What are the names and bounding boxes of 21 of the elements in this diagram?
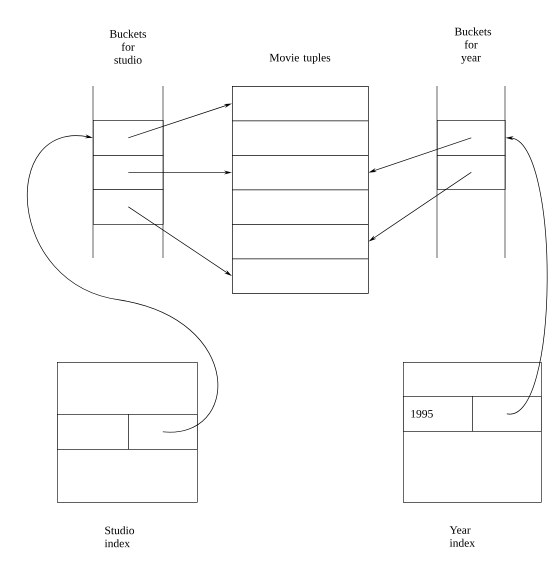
cell — [232, 86, 369, 122]
cell — [128, 414, 198, 450]
cell — [93, 189, 164, 225]
value-cell: 1995 — [403, 396, 473, 432]
heading: Movie tuples — [270, 53, 330, 64]
cell — [93, 120, 164, 156]
cell — [57, 414, 129, 450]
arrow — [27, 134, 218, 432]
heading: Buckets for year — [454, 27, 492, 64]
heading: Year index — [450, 526, 475, 547]
cell — [232, 120, 369, 156]
cell — [437, 155, 506, 190]
cell — [93, 155, 164, 190]
cell — [232, 155, 369, 190]
heading: Buckets for studio — [110, 30, 146, 64]
cell — [232, 258, 369, 294]
cell — [472, 396, 542, 432]
cell — [232, 224, 369, 260]
cell — [437, 120, 506, 156]
cell — [232, 190, 369, 225]
heading: Studio index — [104, 526, 134, 548]
